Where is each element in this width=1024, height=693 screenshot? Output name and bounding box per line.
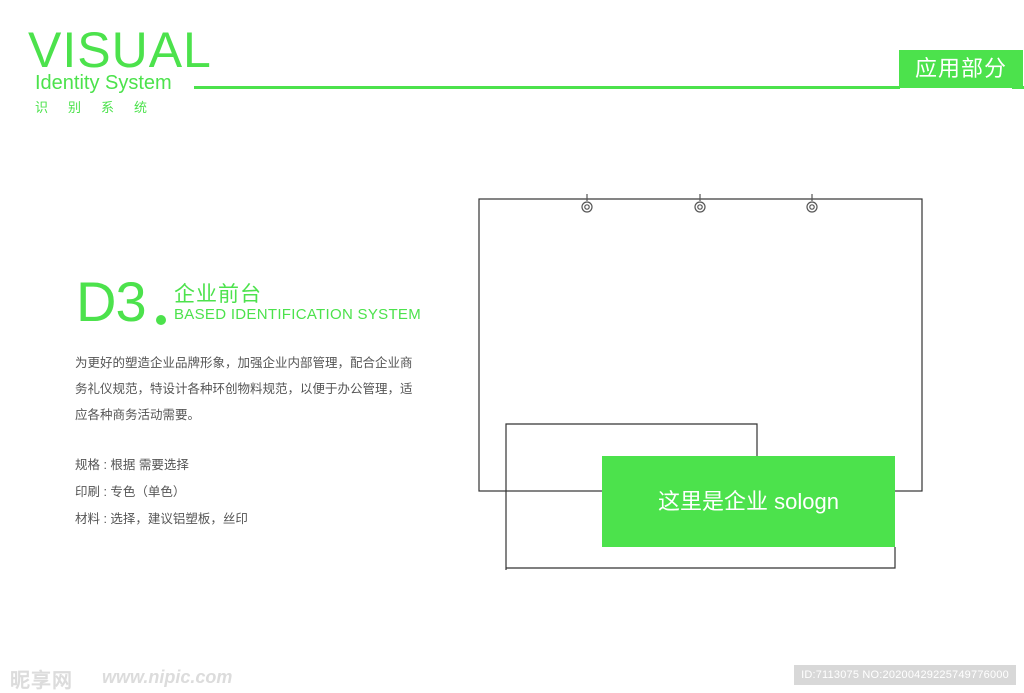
spec-item-material: 材料 : 选择，建议铝塑板，丝印 bbox=[75, 512, 248, 526]
spec-item-print: 印刷 : 专色（单色） bbox=[75, 485, 186, 499]
reception-desk-front bbox=[506, 547, 896, 569]
section-title-cn: 企业前台 bbox=[174, 283, 262, 306]
wall-panel bbox=[478, 198, 923, 492]
reception-desk bbox=[505, 423, 758, 570]
section-code-dot bbox=[156, 315, 166, 325]
brand-title: VISUAL bbox=[28, 22, 212, 78]
section-title-en: BASED IDENTIFICATION SYSTEM bbox=[174, 306, 422, 323]
hanging-hook-icon bbox=[694, 194, 706, 213]
reception-sign-illustration bbox=[470, 190, 940, 580]
spec-item-size: 规格 : 根据 需要选择 bbox=[75, 458, 189, 472]
section-tag: 应用部分 bbox=[899, 50, 1023, 88]
brand-cn-subtitle: 识别系统 bbox=[35, 100, 168, 115]
brand-subtitle: Identity System bbox=[35, 72, 172, 94]
logo-sign-board bbox=[602, 456, 895, 547]
section-code: D3 bbox=[76, 270, 147, 333]
header-divider bbox=[194, 86, 900, 89]
hanging-hook-icon bbox=[581, 194, 593, 213]
logo-sign-text: 这里是企业 sologn bbox=[658, 489, 839, 514]
watermark-url: www.nipic.com bbox=[102, 667, 233, 687]
section-description: 为更好的塑造企业品牌形象，加强企业内部管理，配合企业商务礼仪规范，特设计各种环创… bbox=[75, 356, 413, 422]
watermark-id: ID:7113075 NO:20200429225749776000 bbox=[794, 665, 1016, 685]
watermark-logo: 昵享网 bbox=[10, 670, 73, 692]
spec-list: 规格 : 根据 需要选择 印刷 : 专色（单色） 材料 : 选择，建议铝塑板，丝… bbox=[75, 452, 248, 533]
hanging-hook-icon bbox=[806, 194, 818, 213]
